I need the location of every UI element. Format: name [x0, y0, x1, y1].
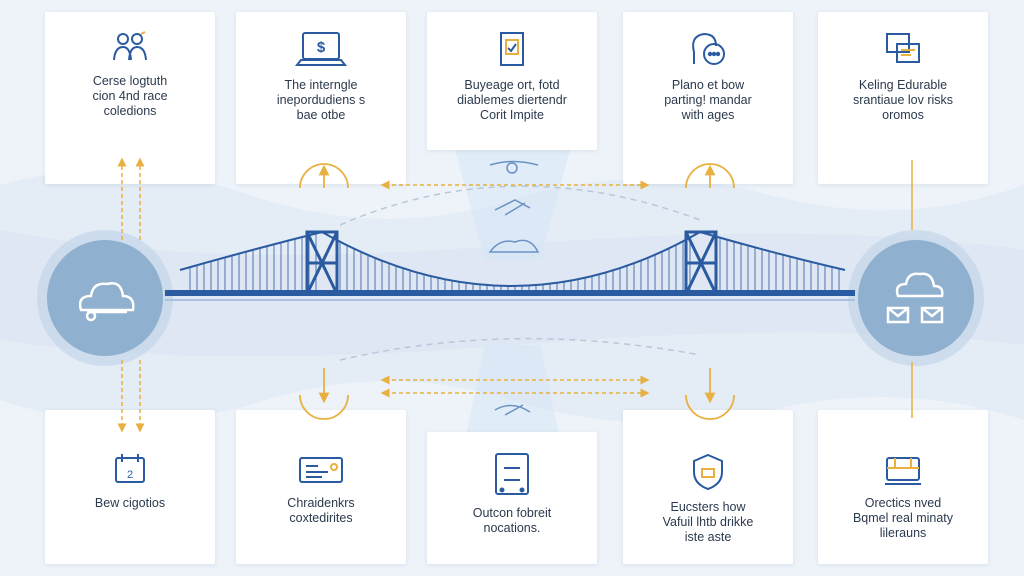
top-card-1-label: Cerse logtuth cion 4nd race coledions	[92, 74, 168, 118]
cloud-mail-icon	[886, 272, 944, 324]
bottom-card-3: Outcon fobreit nocations.	[427, 432, 597, 564]
top-card-1: Cerse logtuth cion 4nd race coledions	[45, 12, 215, 184]
top-card-5: Keling Edurable srantiaue lov risks orom…	[818, 12, 988, 184]
calendar-icon: 2	[115, 454, 145, 483]
top-card-2: $ The interngle inepordudiens s bae otbe	[236, 12, 406, 184]
svg-text:$: $	[317, 39, 326, 56]
id-card-icon	[299, 457, 343, 483]
top-card-5-label: Keling Edurable srantiaue lov risks orom…	[852, 78, 954, 122]
top-card-2-label: The interngle inepordudiens s bae otbe	[276, 78, 366, 122]
bottom-card-2-label: Chraidenkrs coxtedirites	[287, 496, 355, 525]
shield-icon	[693, 453, 723, 491]
bottom-card-3-label: Outcon fobreit nocations.	[472, 506, 552, 535]
right-hub-circle	[858, 240, 974, 356]
bottom-card-1: 2 Bew cigotios	[45, 410, 215, 564]
cloud-icon	[78, 282, 135, 322]
box-icon	[495, 453, 529, 495]
top-card-3: Buyeage ort, fotd diablemes diertendr Co…	[427, 12, 597, 150]
top-card-4-label: Plano et bow parting! mandar with ages	[664, 78, 752, 122]
bottom-card-4: Eucsters how Vafuil lhtb drikke iste ast…	[623, 410, 793, 564]
laptop-dollar-icon: $	[294, 32, 348, 66]
people-icon	[113, 31, 147, 61]
svg-text:2: 2	[127, 469, 133, 481]
bottom-card-2: Chraidenkrs coxtedirites	[236, 410, 406, 564]
bottom-card-4-label: Eucsters how Vafuil lhtb drikke iste ast…	[662, 500, 754, 544]
bottom-card-1-label: Bew cigotios	[94, 496, 166, 510]
truck-icon	[885, 457, 921, 485]
screens-icon	[886, 33, 920, 63]
head-chat-icon	[692, 32, 725, 65]
document-icon	[500, 32, 524, 66]
bottom-card-5-label: Orectics nved Bqmel real minaty lileraun…	[852, 496, 954, 540]
left-hub-circle	[47, 240, 163, 356]
bottom-card-5: Orectics nved Bqmel real minaty lileraun…	[818, 410, 988, 564]
top-card-3-label: Buyeage ort, fotd diablemes diertendr Co…	[457, 78, 567, 122]
top-card-4: Plano et bow parting! mandar with ages	[623, 12, 793, 184]
